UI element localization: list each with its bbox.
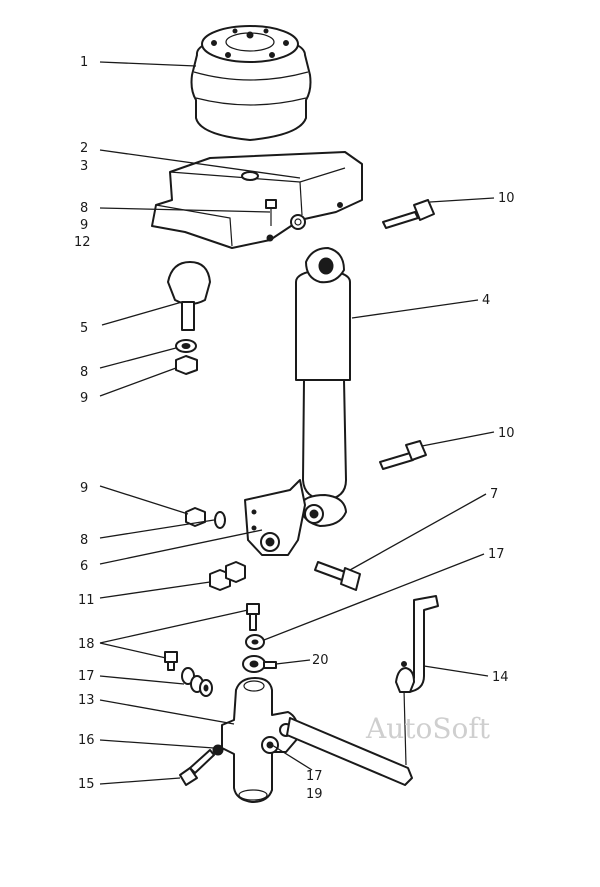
callout-9-top: 9	[80, 218, 88, 233]
bracket-bolt	[265, 199, 277, 226]
callout-10-bottom: 10	[498, 426, 515, 441]
bolt-7	[314, 561, 361, 591]
bolt-18-lower	[164, 651, 178, 671]
bolt-lower-10	[379, 440, 427, 470]
leader-lines	[99, 61, 495, 785]
callout-17-left: 17	[78, 669, 95, 684]
callout-20: 20	[312, 653, 329, 668]
lower-bracket	[244, 479, 306, 556]
mounting-bracket	[151, 151, 363, 249]
callout-6: 6	[80, 559, 88, 574]
callout-4: 4	[482, 293, 490, 308]
callout-10-top: 10	[498, 191, 515, 206]
bolt-18-upper	[246, 603, 260, 631]
banjo-fitting-20	[242, 655, 277, 673]
callout-12: 12	[74, 235, 91, 250]
valve-lever	[286, 717, 413, 786]
callout-9-mid: 9	[80, 391, 88, 406]
washers-17-lower	[181, 667, 213, 697]
washer-upper	[175, 339, 197, 353]
washer-lower	[214, 511, 226, 529]
callout-14: 14	[492, 670, 509, 685]
callout-11: 11	[78, 593, 95, 608]
washer-17-upper	[245, 634, 265, 650]
callout-8-low: 8	[80, 533, 88, 548]
callout-9-low: 9	[80, 481, 88, 496]
callout-19: 19	[306, 787, 323, 802]
nuts-11	[209, 561, 246, 591]
bump-stop	[167, 261, 211, 331]
air-spring-bellows	[190, 25, 312, 141]
callout-8-top: 8	[80, 201, 88, 216]
callout-5: 5	[80, 321, 88, 336]
callout-13: 13	[78, 693, 95, 708]
levelling-valve	[212, 677, 300, 803]
callout-2: 2	[80, 141, 88, 156]
callout-labels: 1 2 3 8 9 12 5 8 9 10 4 10 9 7 8 6 17 11…	[74, 55, 515, 802]
shock-absorber	[295, 247, 351, 527]
linkage-rod-bracket	[395, 595, 439, 766]
nut-upper	[175, 355, 198, 375]
bolt-upper-10	[382, 199, 435, 229]
watermark: AutoSoft	[365, 712, 491, 745]
callout-15: 15	[78, 777, 95, 792]
callout-16: 16	[78, 733, 95, 748]
callout-1: 1	[80, 55, 88, 70]
callout-7: 7	[490, 487, 498, 502]
bolt-15	[179, 749, 215, 786]
callout-17-right: 17	[488, 547, 505, 562]
callout-8-mid: 8	[80, 365, 88, 380]
callout-3: 3	[80, 159, 88, 174]
callout-17-bottom: 17	[306, 769, 323, 784]
callout-18: 18	[78, 637, 95, 652]
